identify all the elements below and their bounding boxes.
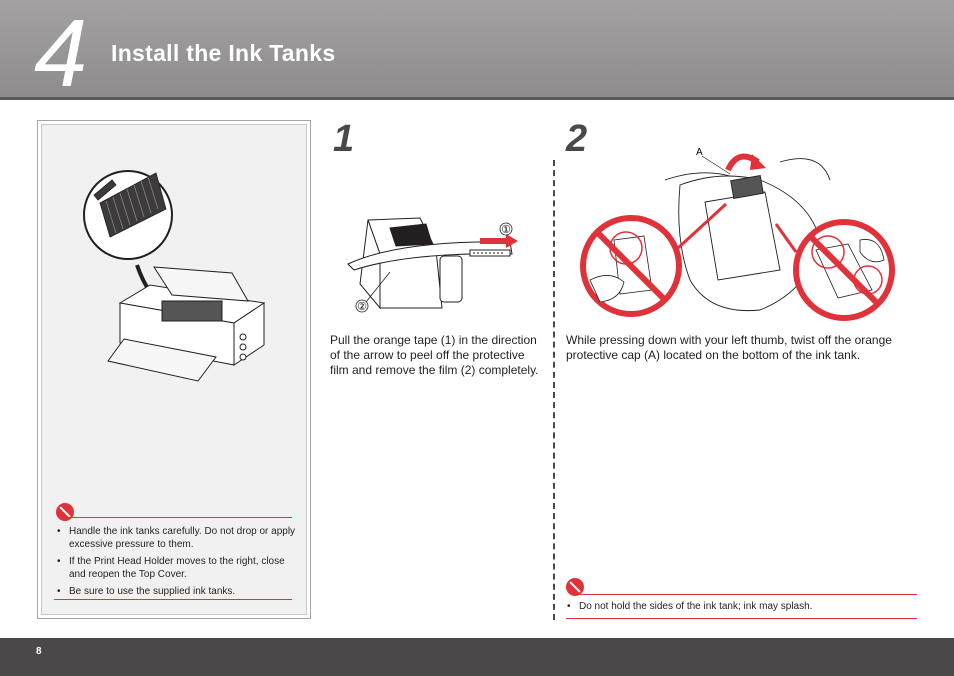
callout-2: ②	[357, 301, 367, 313]
caution-list: Do not hold the sides of the ink tank; i…	[566, 600, 916, 617]
sub-step-2-number: 2	[566, 118, 588, 160]
caution-list: Handle the ink tanks carefully. Do not d…	[56, 525, 296, 602]
page-footer: 8	[0, 638, 954, 676]
list-item: Handle the ink tanks carefully. Do not d…	[56, 525, 296, 551]
left-panel-inner: Handle the ink tanks carefully. Do not d…	[41, 124, 307, 615]
caution-top-line	[578, 594, 917, 595]
step-2-description: While pressing down with your left thumb…	[566, 333, 892, 362]
callout-1: ①	[501, 224, 511, 236]
page-title: Install the Ink Tanks	[111, 40, 336, 66]
hand-twisting-cap-illustration: A	[580, 147, 895, 321]
list-item: Do not hold the sides of the ink tank; i…	[566, 600, 916, 613]
page-header: 4 Install the Ink Tanks	[0, 0, 954, 107]
left-panel: Handle the ink tanks carefully. Do not d…	[37, 120, 311, 619]
no-entry-icon	[56, 503, 74, 521]
list-item: If the Print Head Holder moves to the ri…	[56, 555, 296, 581]
page-number: 8	[36, 646, 42, 657]
printer-illustration	[83, 170, 266, 382]
caution-top-line	[66, 517, 292, 518]
list-item: Be sure to use the supplied ink tanks.	[56, 585, 296, 598]
caution-bottom-line	[54, 599, 292, 600]
no-entry-icon	[566, 578, 584, 596]
sub-step-1-number: 1	[333, 118, 355, 160]
ink-tank-illustration: ① ②	[347, 217, 518, 313]
caution-bottom-line	[566, 618, 917, 619]
callout-a: A	[696, 147, 703, 158]
column-divider	[553, 160, 555, 620]
step-1-description: Pull the orange tape (1) in the directio…	[330, 333, 539, 377]
step-number: 4	[34, 0, 88, 107]
